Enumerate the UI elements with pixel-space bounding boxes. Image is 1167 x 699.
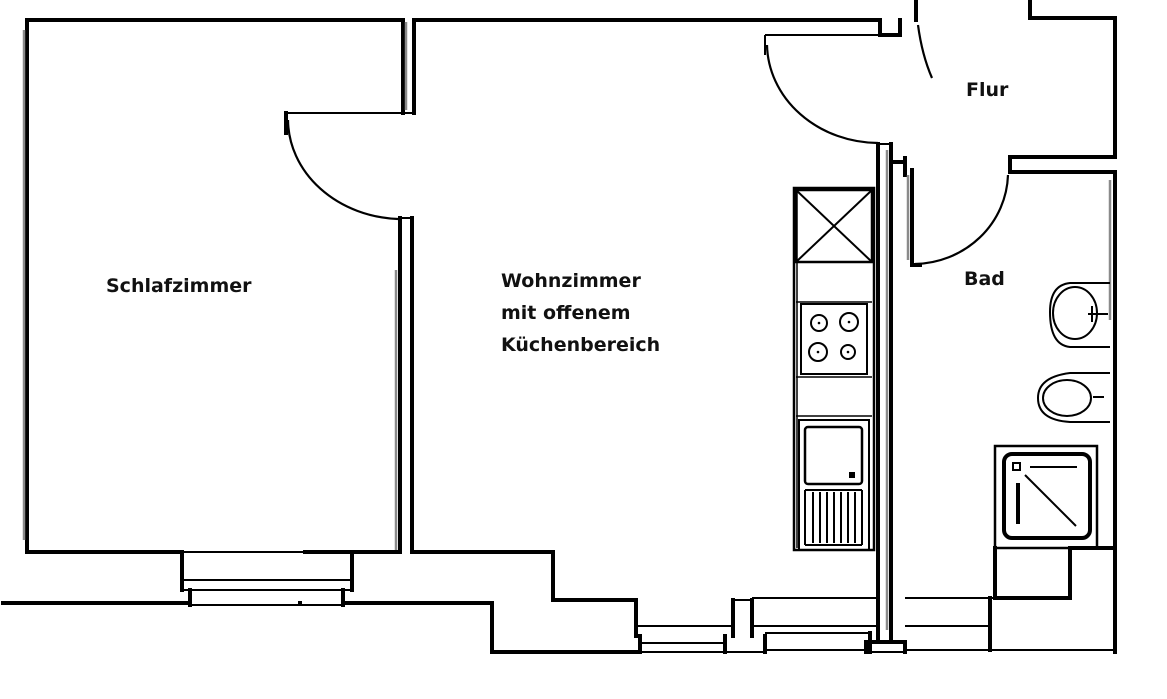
room-label-schlafzimmer: Schlafzimmer xyxy=(106,275,252,297)
room-label-line: mit offenem xyxy=(501,302,631,324)
room-label-bad: Bad xyxy=(964,268,1005,290)
shower-tray-icon xyxy=(993,444,1099,550)
room-label-flur: Flur xyxy=(966,79,1009,101)
drainboard-icon xyxy=(804,489,863,546)
living-windows xyxy=(634,597,880,654)
living-room-door xyxy=(764,35,879,145)
bedroom-window xyxy=(180,550,354,607)
cooktop-icon xyxy=(800,303,868,375)
facade-walls xyxy=(1,550,642,654)
toilet-icon xyxy=(1036,372,1110,423)
fridge-icon xyxy=(794,188,874,264)
bathroom-door xyxy=(914,174,1010,266)
room-label-line: Wohnzimmer xyxy=(501,270,641,292)
sink-icon xyxy=(798,419,870,551)
living-room-walls xyxy=(412,18,907,654)
washbasin-icon xyxy=(1048,282,1110,348)
hallway-walls xyxy=(914,0,1117,174)
room-label-line: Küchenbereich xyxy=(501,334,661,356)
entrance-door xyxy=(916,24,934,79)
room-label-wohnzimmer: Wohnzimmer mit offenem Küchenbereich xyxy=(501,265,660,361)
bedroom-door xyxy=(284,111,399,221)
